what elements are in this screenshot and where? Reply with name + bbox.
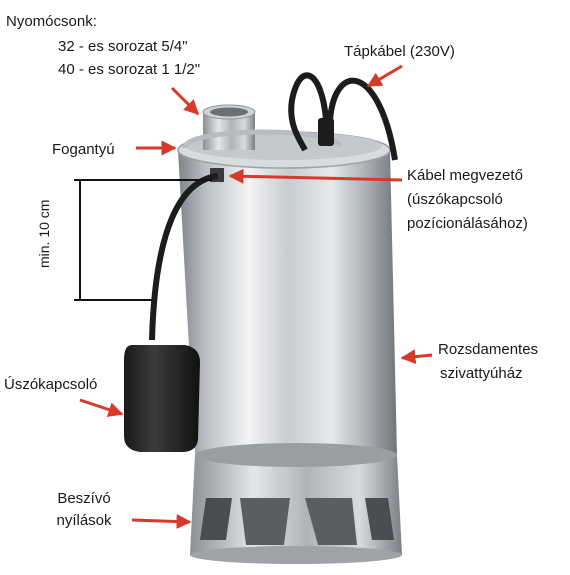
outlet-pipe [202, 104, 256, 150]
housing-arrow [400, 349, 433, 365]
power-cable [288, 72, 329, 152]
outlet-arrow [170, 86, 200, 116]
float-switch-arrow [79, 398, 124, 417]
power-cable-label: Tápkábel (230V) [344, 43, 455, 60]
power-cable-out [327, 77, 398, 161]
cable-guide-arrow [228, 168, 403, 184]
float-switch [124, 345, 200, 452]
outlet-title: Nyomócsonk: [6, 13, 97, 30]
cable-guide-label-1: Kábel megvezető [407, 167, 523, 184]
housing-label-1: Rozsdamentes [438, 341, 539, 358]
annotation-arrows [79, 64, 433, 530]
handle-label: Fogantyú [52, 141, 115, 158]
dimension-bracket [74, 179, 212, 301]
intake-opening [240, 498, 290, 545]
intake-label-2: nyílások [56, 512, 112, 529]
cable-guide-label-2: (úszókapcsoló [407, 191, 503, 208]
min-distance-label: min. 10 cm [36, 199, 52, 268]
power-cable-arrow [366, 64, 403, 88]
intake-base [190, 443, 402, 564]
intake-opening [200, 498, 232, 540]
cable-guide-label-3: pozícionálásához) [407, 215, 528, 232]
float-switch-label: Úszókapcsoló [4, 376, 98, 393]
cable-gland [318, 118, 334, 146]
outlet-line2: 40 - es sorozat 1 1/2" [58, 61, 201, 78]
housing-label-2: szivattyúház [440, 365, 523, 382]
outlet-line1: 32 - es sorozat 5/4" [58, 38, 188, 55]
intake-label-1: Beszívó [57, 490, 111, 507]
intake-opening [305, 498, 357, 545]
intake-opening [365, 498, 394, 540]
intake-arrow [131, 514, 192, 530]
